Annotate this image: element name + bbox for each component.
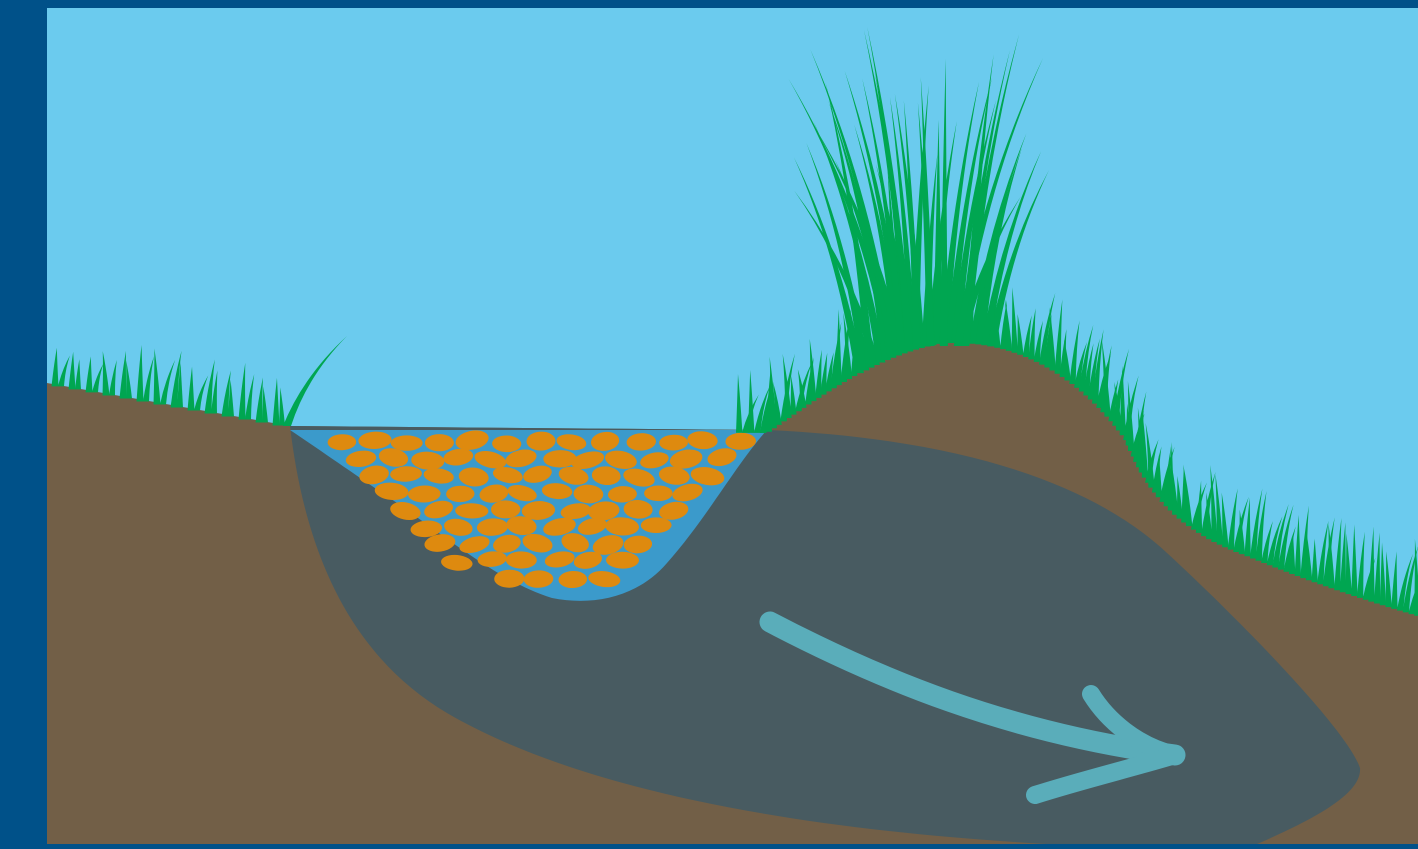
gravel-stone-icon bbox=[391, 435, 423, 450]
gravel-stone-icon bbox=[491, 500, 520, 518]
infiltration-trench-diagram bbox=[47, 8, 1418, 844]
